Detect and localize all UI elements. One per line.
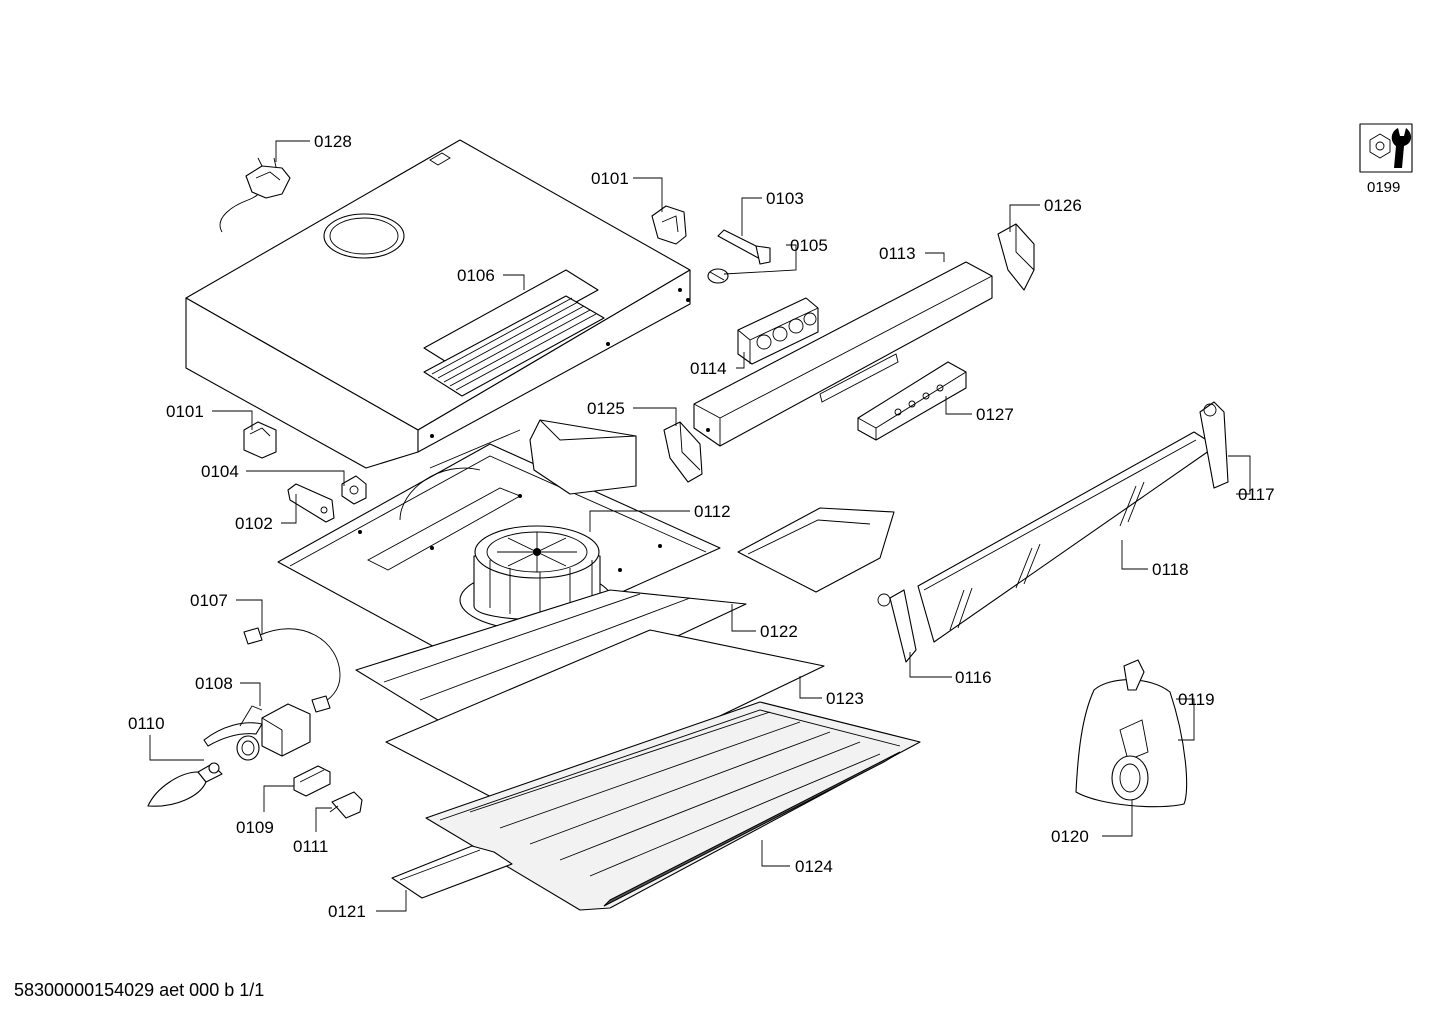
part-0199-service[interactable] (1359, 123, 1413, 173)
label-0124: 0124 (795, 857, 833, 876)
label-0125: 0125 (587, 399, 625, 418)
part-0101-clip-top[interactable] (651, 205, 687, 245)
part-0124-metal-filter[interactable] (425, 701, 921, 911)
part-0122-filter-tray[interactable] (737, 507, 895, 593)
label-0126: 0126 (1044, 196, 1082, 215)
part-0108-lamp-bracket[interactable] (203, 703, 311, 757)
part-0111-cover[interactable] (329, 791, 363, 819)
label-0102: 0102 (235, 514, 273, 533)
label-0116: 0116 (955, 668, 992, 687)
part-0105-knob[interactable] (707, 268, 729, 284)
label-0120: 0120 (1051, 827, 1089, 846)
label-0119: 0119 (1178, 690, 1215, 709)
label-0121: 0121 (328, 902, 366, 921)
label-0199: 0199 (1367, 179, 1400, 196)
part-0120-grommet[interactable] (1111, 755, 1149, 801)
label-0107: 0107 (190, 591, 228, 610)
wrench-nut-icon (1369, 128, 1412, 168)
part-0112-fan-base[interactable] (277, 419, 721, 661)
leader-lines (149, 140, 1251, 912)
part-0125-end-cap[interactable] (663, 421, 703, 483)
label-0104: 0104 (201, 462, 239, 481)
label-0127: 0127 (976, 405, 1014, 424)
part-0117-visor-end[interactable] (1199, 401, 1229, 489)
part-0123-filter-mats[interactable] (355, 589, 825, 813)
part-labels: 0128 0101 0103 0105 0113 0126 0106 0114 … (128, 132, 1400, 921)
label-0108: 0108 (195, 674, 233, 693)
label-0117: 0117 (1238, 485, 1275, 504)
label-0114: 0114 (690, 359, 727, 378)
label-0112: 0112 (694, 502, 731, 521)
part-0118-glass-visor[interactable] (917, 431, 1217, 643)
label-0128: 0128 (314, 132, 352, 151)
part-0109-terminal-block[interactable] (293, 765, 331, 797)
part-0113-control-bar[interactable] (693, 261, 993, 447)
part-0127-panel-insert[interactable] (857, 361, 967, 441)
part-0119-accessory-bag[interactable] (1075, 659, 1188, 808)
part-0106-hood-housing[interactable] (185, 139, 691, 469)
label-0101-top: 0101 (591, 169, 629, 188)
label-0118: 0118 (1152, 560, 1189, 579)
label-0113: 0113 (879, 244, 916, 263)
part-0107-wiring[interactable] (243, 627, 341, 713)
label-0111: 0111 (293, 837, 328, 856)
part-0110-lamp[interactable] (147, 735, 260, 807)
part-0103-lever[interactable] (717, 229, 771, 265)
label-0123: 0123 (826, 689, 864, 708)
part-0102-bracket[interactable] (287, 483, 335, 523)
label-0105: 0105 (790, 236, 828, 255)
part-0116-visor-end[interactable] (877, 589, 917, 663)
label-0122: 0122 (760, 622, 798, 641)
part-0126-end-cap[interactable] (997, 223, 1035, 291)
label-0106: 0106 (457, 266, 495, 285)
part-0114-switch-block[interactable] (737, 297, 819, 365)
document-footer: 58300000154029 aet 000 b 1/1 (14, 980, 265, 1000)
part-0121-trim-strip[interactable] (391, 845, 513, 899)
label-0110: 0110 (128, 714, 165, 733)
label-0109: 0109 (236, 818, 274, 837)
label-0103: 0103 (766, 189, 804, 208)
part-0101-clip-left[interactable] (243, 421, 277, 459)
part-0104-latch[interactable] (341, 475, 367, 505)
part-0128-power-plug[interactable] (219, 157, 291, 233)
label-0101-left: 0101 (166, 402, 204, 421)
